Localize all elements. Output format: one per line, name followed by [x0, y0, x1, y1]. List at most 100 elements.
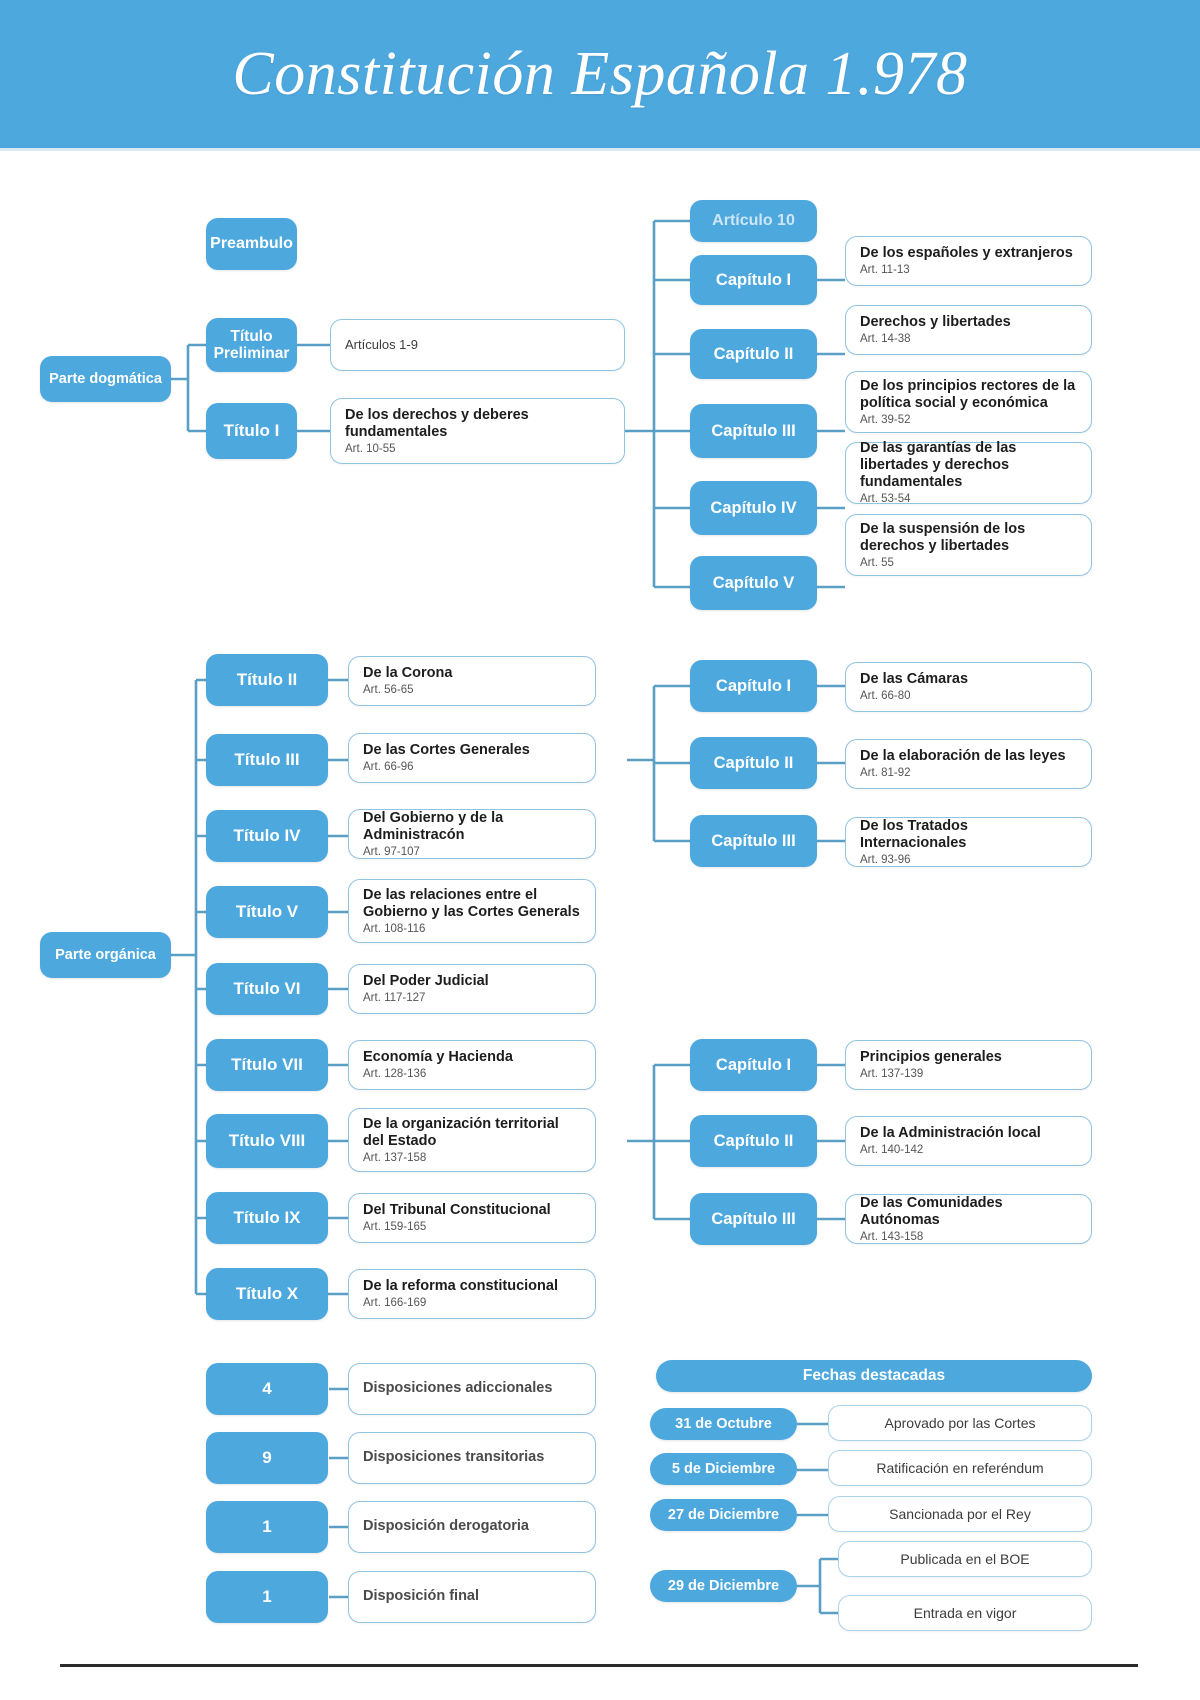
- card-titulo-ix[interactable]: Del Tribunal Constitucional Art. 159-165: [348, 1193, 596, 1243]
- card-title: De la suspensión de los derechos y liber…: [860, 520, 1026, 554]
- card-titulo-iii[interactable]: De las Cortes Generales Art. 66-96: [348, 733, 596, 783]
- node-fecha-31-octubre[interactable]: 31 de Octubre: [650, 1408, 797, 1440]
- card-evento-ratificacion-referendum[interactable]: Ratificación en referéndum: [828, 1450, 1092, 1486]
- card-title: De las relaciones entre el Gobierno y la…: [363, 886, 580, 920]
- card-title: De la reforma constitucional: [363, 1278, 558, 1295]
- card-subtitle: Art. 137-139: [860, 1068, 924, 1081]
- card-subtitle: Art. 140-142: [860, 1144, 924, 1157]
- node-capitulo-iii-titulo-i[interactable]: Capítulo III: [690, 404, 817, 458]
- card-titulo-iv[interactable]: Del Gobierno y de la Administracón Art. …: [348, 809, 596, 859]
- node-capitulo-iii-titulo-iii[interactable]: Capítulo III: [690, 815, 817, 867]
- card-title: De los Tratados Internacionales: [860, 817, 968, 851]
- card-capitulo-iii-titulo-i[interactable]: De los principios rectores de la polític…: [845, 371, 1092, 433]
- node-fecha-5-diciembre[interactable]: 5 de Diciembre: [650, 1453, 797, 1485]
- card-capitulo-v-titulo-i[interactable]: De la suspensión de los derechos y liber…: [845, 514, 1092, 576]
- card-titulo-i[interactable]: De los derechos y deberes fundamentales …: [330, 398, 625, 464]
- node-titulo-ii[interactable]: Título II: [206, 654, 328, 706]
- card-title: Disposiciones transitorias: [363, 1449, 545, 1466]
- card-title: Del Poder Judicial: [363, 973, 489, 990]
- card-disposiciones-adicionales[interactable]: Disposiciones adiccionales: [348, 1363, 596, 1415]
- card-title: De las Cortes Generales: [363, 742, 530, 759]
- card-titulo-v[interactable]: De las relaciones entre el Gobierno y la…: [348, 879, 596, 943]
- card-subtitle: Art. 137-158: [363, 1151, 427, 1164]
- node-disposiciones-adicionales-count[interactable]: 4: [206, 1363, 328, 1415]
- node-fecha-29-diciembre[interactable]: 29 de Diciembre: [650, 1570, 797, 1602]
- card-capitulo-iii-titulo-iii[interactable]: De los Tratados Internacionales Art. 93-…: [845, 817, 1092, 867]
- card-capitulo-ii-titulo-iii[interactable]: De la elaboración de las leyes Art. 81-9…: [845, 739, 1092, 789]
- node-parte-dogmatica[interactable]: Parte dogmática: [40, 356, 171, 402]
- card-subtitle: Art. 39-52: [860, 413, 911, 426]
- card-title: De los españoles y extranjeros: [860, 245, 1073, 262]
- card-title: Economía y Hacienda: [363, 1049, 513, 1066]
- node-titulo-iv[interactable]: Título IV: [206, 810, 328, 862]
- card-capitulo-i-titulo-viii[interactable]: Principios generales Art. 137-139: [845, 1040, 1092, 1090]
- node-titulo-i[interactable]: Título I: [206, 403, 297, 459]
- card-disposicion-derogatoria[interactable]: Disposición derogatoria: [348, 1501, 596, 1553]
- card-disposiciones-transitorias[interactable]: Disposiciones transitorias: [348, 1432, 596, 1484]
- node-disposiciones-transitorias-count[interactable]: 9: [206, 1432, 328, 1484]
- node-titulo-v[interactable]: Título V: [206, 886, 328, 938]
- footer-divider: [60, 1664, 1138, 1667]
- card-evento-entrada-en-vigor[interactable]: Entrada en vigor: [838, 1595, 1092, 1631]
- card-subtitle: Art. 14-38: [860, 333, 911, 346]
- card-title: De los principios rectores de la polític…: [860, 377, 1076, 411]
- node-capitulo-i-titulo-viii[interactable]: Capítulo I: [690, 1039, 817, 1091]
- card-subtitle: Art. 97-107: [363, 845, 420, 858]
- card-title: Del Tribunal Constitucional: [363, 1202, 551, 1219]
- page-title: Constitución Española 1.978: [232, 39, 968, 108]
- card-titulo-x[interactable]: De la reforma constitucional Art. 166-16…: [348, 1269, 596, 1319]
- header-divider: [0, 148, 1200, 151]
- node-titulo-vi[interactable]: Título VI: [206, 963, 328, 1015]
- node-capitulo-i-titulo-iii[interactable]: Capítulo I: [690, 660, 817, 712]
- node-capitulo-ii-titulo-i[interactable]: Capítulo II: [690, 329, 817, 379]
- card-capitulo-i-titulo-i[interactable]: De los españoles y extranjeros Art. 11-1…: [845, 236, 1092, 286]
- card-capitulo-iii-titulo-viii[interactable]: De las Comunidades Autónomas Art. 143-15…: [845, 1194, 1092, 1244]
- card-evento-publicada-boe[interactable]: Publicada en el BOE: [838, 1541, 1092, 1577]
- card-evento-sancionada-rey[interactable]: Sancionada por el Rey: [828, 1496, 1092, 1532]
- card-title: De las garantías de las libertades y der…: [860, 440, 1017, 491]
- card-capitulo-ii-titulo-i[interactable]: Derechos y libertades Art. 14-38: [845, 305, 1092, 355]
- card-titulo-ii[interactable]: De la Corona Art. 56-65: [348, 656, 596, 706]
- node-capitulo-ii-titulo-iii[interactable]: Capítulo II: [690, 737, 817, 789]
- node-capitulo-ii-titulo-viii[interactable]: Capítulo II: [690, 1115, 817, 1167]
- node-titulo-x[interactable]: Título X: [206, 1268, 328, 1320]
- card-title: De la elaboración de las leyes: [860, 748, 1066, 765]
- node-titulo-ix[interactable]: Título IX: [206, 1192, 328, 1244]
- card-capitulo-iv-titulo-i[interactable]: De las garantías de las libertades y der…: [845, 440, 1092, 506]
- node-capitulo-v-titulo-i[interactable]: Capítulo V: [690, 556, 817, 610]
- node-titulo-vii[interactable]: Título VII: [206, 1039, 328, 1091]
- card-subtitle: Art. 56-65: [363, 684, 414, 697]
- node-capitulo-iii-titulo-viii[interactable]: Capítulo III: [690, 1193, 817, 1245]
- node-titulo-preliminar[interactable]: Título Preliminar: [206, 318, 297, 372]
- card-titulo-preliminar[interactable]: Artículos 1-9: [330, 319, 625, 371]
- node-disposicion-final-count[interactable]: 1: [206, 1571, 328, 1623]
- node-articulo-10[interactable]: Artículo 10: [690, 200, 817, 242]
- node-disposicion-derogatoria-count[interactable]: 1: [206, 1501, 328, 1553]
- card-evento-aprovado-cortes[interactable]: Aprovado por las Cortes: [828, 1405, 1092, 1441]
- card-titulo-vi[interactable]: Del Poder Judicial Art. 117-127: [348, 964, 596, 1014]
- card-title: Ratificación en referéndum: [876, 1459, 1044, 1476]
- card-capitulo-ii-titulo-viii[interactable]: De la Administración local Art. 140-142: [845, 1116, 1092, 1166]
- node-titulo-iii[interactable]: Título III: [206, 734, 328, 786]
- card-title: Aprovado por las Cortes: [884, 1414, 1036, 1431]
- node-capitulo-iv-titulo-i[interactable]: Capítulo IV: [690, 481, 817, 535]
- card-subtitle: Art. 11-13: [860, 264, 910, 277]
- card-subtitle: Art. 117-127: [363, 992, 426, 1005]
- card-titulo-viii[interactable]: De la organización territorial del Estad…: [348, 1108, 596, 1172]
- node-parte-organica[interactable]: Parte orgánica: [40, 932, 171, 978]
- card-title: De las Cámaras: [860, 671, 969, 688]
- card-titulo-vii[interactable]: Economía y Hacienda Art. 128-136: [348, 1040, 596, 1090]
- card-title: Principios generales: [860, 1049, 1002, 1066]
- card-subtitle: Art. 81-92: [860, 767, 911, 780]
- card-capitulo-i-titulo-iii[interactable]: De las Cámaras Art. 66-80: [845, 662, 1092, 712]
- node-capitulo-i-titulo-i[interactable]: Capítulo I: [690, 255, 817, 305]
- node-titulo-viii[interactable]: Título VIII: [206, 1114, 328, 1168]
- node-preambulo[interactable]: Preambulo: [206, 218, 297, 270]
- card-subtitle: Art. 66-80: [860, 690, 911, 703]
- node-fecha-27-diciembre[interactable]: 27 de Diciembre: [650, 1499, 797, 1531]
- card-disposicion-final[interactable]: Disposición final: [348, 1571, 596, 1623]
- card-title: Disposición derogatoria: [363, 1518, 529, 1535]
- card-subtitle: Art. 53-54: [860, 493, 911, 506]
